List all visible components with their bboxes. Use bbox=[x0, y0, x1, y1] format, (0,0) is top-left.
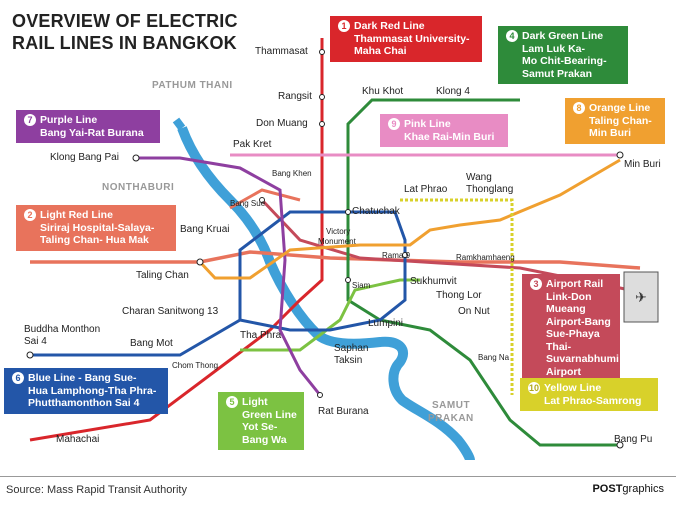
station-thammasat[interactable]: Thammasat bbox=[255, 46, 308, 57]
station-chatuchak[interactable]: Chatuchak bbox=[352, 206, 400, 217]
station-bang-mot[interactable]: Bang Mot bbox=[130, 338, 173, 349]
station-charan-sanitwong[interactable]: Charan Sanitwong 13 bbox=[122, 306, 219, 317]
station-taling-chan-dot[interactable] bbox=[196, 258, 204, 266]
station-pak-kret[interactable]: Pak Kret bbox=[233, 139, 272, 150]
svg-text:✈: ✈ bbox=[635, 289, 647, 305]
chao-phraya-river bbox=[177, 126, 475, 461]
station-khu-khot[interactable]: Khu Khot bbox=[362, 86, 404, 97]
brand-logo: POSTgraphics bbox=[592, 483, 664, 495]
dark-red-line-track bbox=[29, 38, 324, 442]
source-note: Source: Mass Rapid Transit Authority bbox=[6, 484, 187, 496]
station-siam[interactable]: Siam bbox=[352, 281, 371, 290]
river-branch bbox=[172, 117, 186, 131]
station-bang-pu-dot[interactable] bbox=[616, 441, 624, 449]
station-rangsit-dot[interactable] bbox=[319, 94, 325, 100]
station-bang-kruai[interactable]: Bang Kruai bbox=[180, 224, 230, 235]
station-bang-pu[interactable]: Bang Pu bbox=[614, 434, 653, 445]
station-klong-bang-pai-dot[interactable] bbox=[132, 154, 140, 162]
station-bang-sue[interactable]: Bang Sue bbox=[230, 199, 266, 208]
station-bang-khen[interactable]: Bang Khen bbox=[272, 169, 312, 178]
station-klong-4[interactable]: Klong 4 bbox=[436, 86, 470, 97]
station-thammasat-dot[interactable] bbox=[319, 49, 325, 55]
title-line-1: OVERVIEW OF ELECTRIC bbox=[12, 11, 238, 31]
station-klong-bang-pai[interactable]: Klong Bang Pai bbox=[50, 152, 119, 163]
station-rat-burana-dot[interactable] bbox=[317, 392, 323, 398]
station-don-muang-dot[interactable] bbox=[319, 121, 325, 127]
station-rama-9[interactable]: Rama 9 bbox=[382, 251, 411, 260]
station-thong-lor[interactable]: Thong Lor bbox=[436, 290, 482, 301]
area-nonthaburi: NONTHABURI bbox=[102, 182, 175, 193]
station-ramkhamhaeng[interactable]: Ramkhamhaeng bbox=[456, 253, 515, 262]
light-red-line-branch bbox=[229, 188, 301, 210]
station-chatuchak-dot[interactable] bbox=[345, 209, 351, 215]
station-sukhumvit[interactable]: Sukhumvit bbox=[410, 276, 457, 287]
station-victory-2[interactable]: Monument bbox=[318, 237, 356, 246]
station-victory-1[interactable]: Victory bbox=[326, 227, 351, 236]
area-samut-prakan-2: PRAKAN bbox=[428, 413, 474, 424]
station-buddha-monthon-2[interactable]: Sai 4 bbox=[24, 336, 47, 347]
station-saphan-2[interactable]: Taksin bbox=[334, 355, 363, 366]
station-lat-phrao[interactable]: Lat Phrao bbox=[404, 184, 448, 195]
station-rama9-dot[interactable] bbox=[402, 252, 408, 258]
page-title: OVERVIEW OF ELECTRIC RAIL LINES IN BANGK… bbox=[12, 10, 238, 54]
blue-line-track bbox=[30, 210, 407, 357]
title-line-2: RAIL LINES IN BANGKOK bbox=[12, 33, 237, 53]
footer bbox=[0, 476, 676, 507]
yellow-line-track bbox=[400, 198, 514, 395]
station-lumpini[interactable]: Lumpini bbox=[368, 318, 404, 329]
station-rangsit[interactable]: Rangsit bbox=[278, 91, 312, 102]
station-buddha-monthon-dot[interactable] bbox=[26, 351, 34, 359]
station-bang-na[interactable]: Bang Na bbox=[478, 353, 510, 362]
light-red-line-track bbox=[30, 250, 641, 270]
station-wang-1[interactable]: Wang bbox=[466, 172, 492, 183]
station-mahachai[interactable]: Mahachai bbox=[56, 434, 100, 445]
station-rat-burana[interactable]: Rat Burana bbox=[318, 406, 369, 417]
airport-icon: ✈ bbox=[623, 271, 659, 323]
station-min-buri-dot[interactable] bbox=[616, 151, 624, 159]
area-pathum-thani: PATHUM THANI bbox=[152, 80, 233, 91]
station-don-muang[interactable]: Don Muang bbox=[256, 118, 308, 129]
purple-line-track bbox=[136, 156, 322, 396]
orange-line-track bbox=[198, 158, 621, 280]
station-buddha-monthon-1[interactable]: Buddha Monthon bbox=[24, 324, 101, 335]
station-bang-sue-dot[interactable] bbox=[259, 197, 265, 203]
station-siam-dot[interactable] bbox=[345, 277, 351, 283]
dark-green-line-track bbox=[346, 98, 620, 447]
station-on-nut[interactable]: On Nut bbox=[458, 306, 490, 317]
station-saphan-1[interactable]: Saphan bbox=[334, 343, 369, 354]
station-min-buri[interactable]: Min Buri bbox=[624, 159, 661, 170]
station-wang-2[interactable]: Thonglang bbox=[466, 184, 514, 195]
station-chom-thong[interactable]: Chom Thong bbox=[172, 361, 219, 370]
station-taling-chan[interactable]: Taling Chan bbox=[136, 270, 189, 281]
area-samut-prakan-1: SAMUT bbox=[432, 400, 471, 411]
station-tha-phra[interactable]: Tha Phra bbox=[240, 330, 282, 341]
